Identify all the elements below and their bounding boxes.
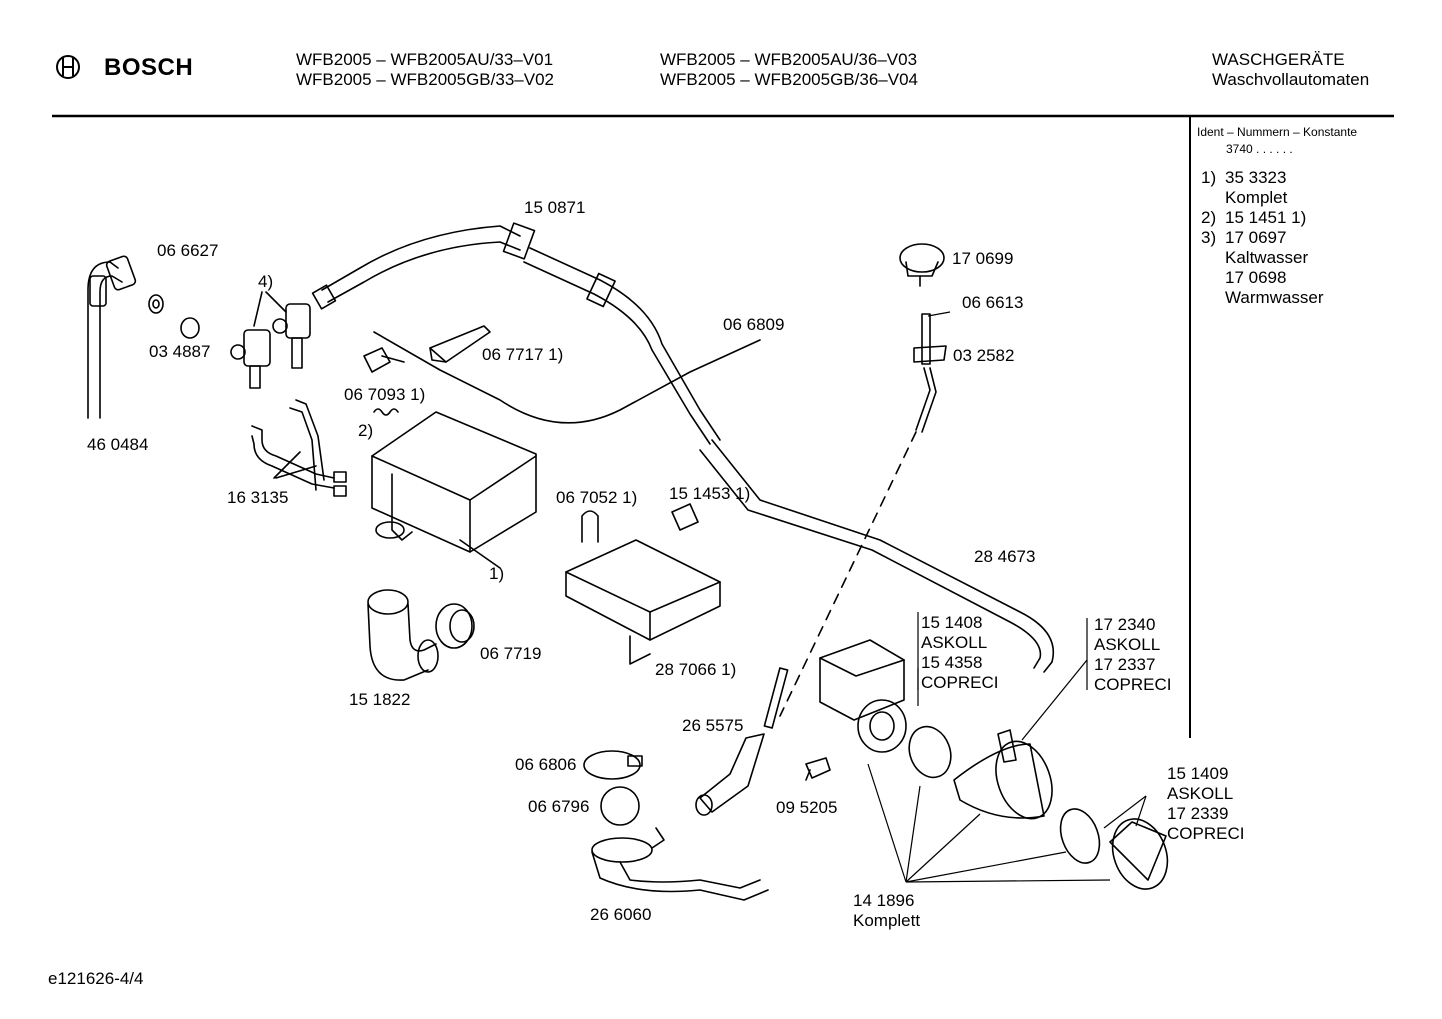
part-label: 15 0871 — [524, 198, 586, 217]
model-line: WFB2005 – WFB2005GB/33–V02 — [296, 70, 554, 89]
model-line: WFB2005 – WFB2005GB/36–V04 — [660, 70, 918, 89]
drain-hose-part — [699, 439, 1054, 673]
part-label: 06 6796 — [528, 797, 590, 816]
category-line: WASCHGERÄTE — [1212, 50, 1345, 69]
label-line: COPRECI — [921, 673, 999, 692]
check-ball-part — [600, 786, 640, 826]
seal-ring-part — [1059, 808, 1101, 864]
part-label: 16 3135 — [227, 488, 289, 507]
pressure-switch-part — [899, 243, 945, 287]
part-label: 06 6627 — [157, 241, 219, 260]
model-line: WFB2005 – WFB2005AU/33–V01 — [296, 50, 554, 69]
fill-hose-part — [311, 222, 721, 445]
part-label: 06 6809 — [723, 315, 785, 334]
drain-filter-part — [1109, 818, 1169, 890]
note-row: Komplet — [1225, 188, 1288, 207]
part-label: 1) — [489, 564, 505, 583]
part-label: 03 2582 — [953, 346, 1015, 365]
label-line: 15 1409 — [1167, 764, 1229, 783]
part-label: 06 7719 — [480, 644, 542, 663]
note-row: 2)15 1451 1) — [1201, 208, 1307, 227]
model-list-2: WFB2005 – WFB2005AU/36–V03 WFB2005 – WFB… — [660, 50, 918, 90]
part-label: 46 0484 — [87, 435, 149, 454]
ident-value: 3740 . . . . . . — [1226, 142, 1293, 156]
note-row: 1)35 3323 — [1201, 168, 1287, 187]
pump-label-group-1: 15 1408 ASKOLL 15 4358 COPRECI — [921, 613, 998, 693]
part-label: 4) — [258, 272, 274, 291]
elbow-hose-part — [367, 589, 439, 681]
part-label: 28 7066 1) — [655, 660, 737, 679]
detergent-drawer-part — [565, 539, 721, 665]
category: WASCHGERÄTE Waschvollautomaten — [1212, 50, 1369, 90]
part-label: 28 4673 — [974, 547, 1036, 566]
label-line: 17 2339 — [1167, 804, 1229, 823]
label-line: ASKOLL — [1167, 784, 1234, 803]
bellows-part — [435, 603, 475, 649]
part-label: 06 7052 1) — [556, 488, 638, 507]
part-label: 03 4887 — [149, 342, 211, 361]
cover-plate-part — [671, 503, 699, 531]
model-line: WFB2005 – WFB2005AU/36–V03 — [660, 50, 918, 69]
part-label: 26 5575 — [682, 716, 744, 735]
label-line: 14 1896 — [853, 891, 915, 910]
part-label: 15 1453 1) — [669, 484, 751, 503]
ident-title: Ident – Nummern – Konstante — [1197, 125, 1358, 139]
part-label: 17 0699 — [952, 249, 1014, 268]
inlet-hose-part — [87, 255, 137, 419]
complete-kit-label: 14 1896 Komplett — [853, 891, 920, 931]
note-row: 17 0698 — [1225, 268, 1287, 287]
bracket-part — [429, 325, 491, 363]
part-label: 26 6060 — [590, 905, 652, 924]
dispenser-housing-part — [371, 411, 537, 569]
leader-lines — [867, 311, 1147, 883]
o-ring-part — [908, 725, 952, 779]
category-line: Waschvollautomaten — [1212, 70, 1370, 89]
part-label: 2) — [358, 421, 374, 440]
spring-part — [373, 408, 399, 416]
label-line: COPRECI — [1094, 675, 1172, 694]
note-row: Warmwasser — [1225, 288, 1324, 307]
bosch-logo-icon — [56, 55, 80, 79]
inlet-valve-part — [230, 303, 311, 389]
note-row: 3)17 0697 — [1201, 228, 1287, 247]
pump-label-group-2: 17 2340 ASKOLL 17 2337 COPRECI — [1094, 615, 1171, 695]
part-label: 06 7093 1) — [344, 385, 426, 404]
label-line: ASKOLL — [1094, 635, 1161, 654]
sump-part — [591, 827, 769, 901]
part-label: 06 6806 — [515, 755, 577, 774]
part-label: 06 7717 1) — [482, 345, 564, 364]
label-line: 17 2340 — [1094, 615, 1156, 634]
notes-list: 1)35 3323 Komplet 2)15 1451 1) 3)17 0697… — [1201, 168, 1324, 308]
label-line: 15 1408 — [921, 613, 983, 632]
drain-pump-part — [819, 639, 907, 753]
plug-part — [805, 757, 831, 781]
label-line: ASKOLL — [921, 633, 988, 652]
note-row: Kaltwasser — [1225, 248, 1309, 267]
cable-part — [373, 331, 761, 424]
pressure-tube-part — [913, 313, 947, 433]
sump-hose-part — [695, 667, 789, 816]
label-line: COPRECI — [1167, 824, 1245, 843]
filter-sieve-part — [180, 317, 200, 339]
part-label: 09 5205 — [776, 798, 838, 817]
label-line: 15 4358 — [921, 653, 983, 672]
label-line: 17 2337 — [1094, 655, 1156, 674]
seal-washer-part — [148, 294, 164, 314]
label-line: Komplett — [853, 911, 921, 930]
connection-hose-part — [251, 399, 347, 497]
part-label: 15 1822 — [349, 690, 411, 709]
clamp-ring-part — [583, 750, 641, 780]
lever-part — [363, 347, 405, 373]
drawing-code: e121626-4/4 — [48, 969, 144, 988]
brand-name: BOSCH — [104, 54, 194, 81]
clip-part — [581, 510, 599, 543]
pump-housing-part — [953, 729, 1053, 820]
filter-label-group: 15 1409 ASKOLL 17 2339 COPRECI — [1167, 764, 1244, 844]
part-label: 06 6613 — [962, 293, 1024, 312]
model-list-1: WFB2005 – WFB2005AU/33–V01 WFB2005 – WFB… — [296, 50, 554, 90]
